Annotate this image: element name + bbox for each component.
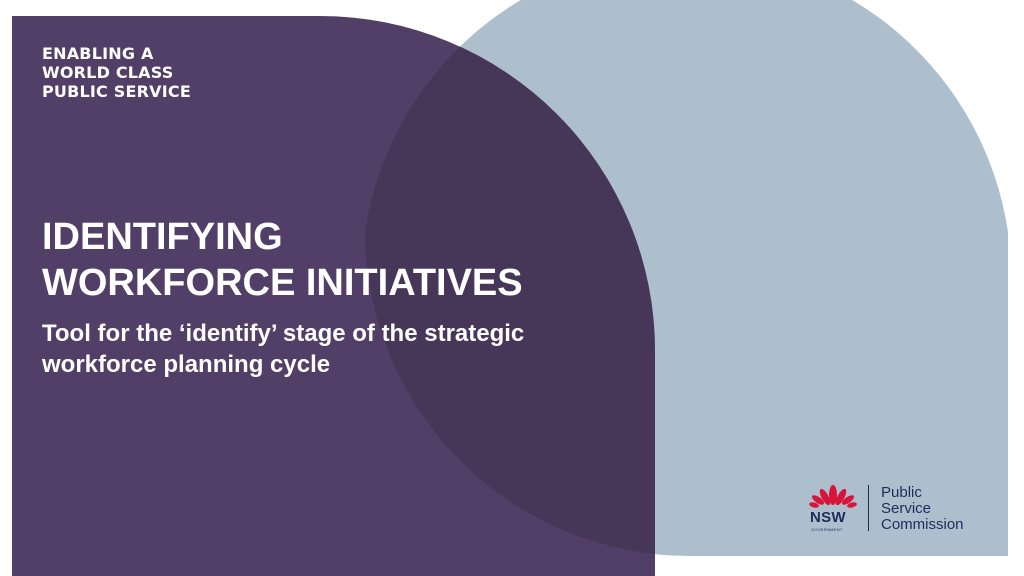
subtitle-line-1: Tool for the ‘identify’ stage of the str… <box>42 320 525 347</box>
psc-line-2: Service <box>881 500 932 517</box>
tagline-line-3: PUBLIC SERVICE <box>42 82 191 101</box>
government-label: GOVERNMENT <box>811 527 843 532</box>
title-line-2: WORKFORCE INITIATIVES <box>42 262 523 304</box>
page-subtitle: Tool for the ‘identify’ stage of the str… <box>42 318 642 380</box>
psc-wordmark: Public Service Commission <box>881 485 964 533</box>
page-title: IDENTIFYING WORKFORCE INITIATIVES <box>42 214 523 306</box>
overlap-region <box>365 16 655 556</box>
waratah-icon <box>809 485 857 508</box>
subtitle-line-2: workforce planning cycle <box>42 351 331 378</box>
psc-line-1: Public <box>881 484 922 501</box>
logo-divider <box>868 485 869 531</box>
title-line-1: IDENTIFYING <box>42 216 283 258</box>
tagline-line-1: ENABLING A <box>42 44 154 63</box>
nsw-wordmark: NSW <box>810 509 846 526</box>
psc-line-3: Commission <box>881 516 964 533</box>
tagline-line-2: WORLD CLASS <box>42 63 174 82</box>
tagline: ENABLING A WORLD CLASS PUBLIC SERVICE <box>42 44 191 101</box>
